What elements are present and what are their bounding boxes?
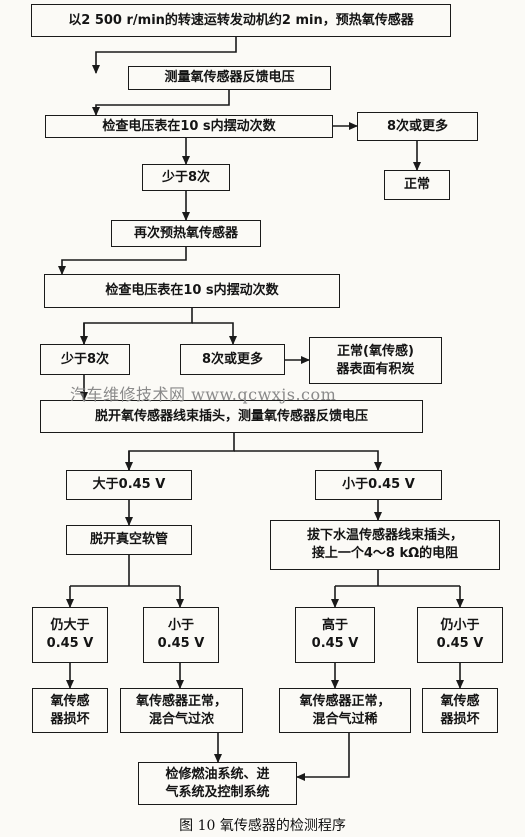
connector-n1-n2 (92, 37, 237, 74)
connector-n23-n25 (296, 733, 350, 781)
branch-greater-than-045: 大于0.45 V (66, 470, 192, 500)
result-less: 小于 0.45 V (143, 607, 219, 663)
result-fewer-than-eight-second: 少于8次 (40, 344, 130, 375)
result-normal: 正常 (384, 170, 450, 200)
figure-caption: 图 10 氧传感器的检测程序 (179, 818, 346, 834)
conclusion-sensor-damaged-right: 氧传感 器损坏 (422, 688, 498, 733)
branch-less-than-045: 小于0.45 V (315, 470, 442, 500)
result-higher: 高于 0.45 V (295, 607, 375, 663)
step-check-swing-count-again: 检查电压表在10 s内摆动次数 (44, 274, 340, 308)
connector-n15-split (70, 555, 180, 587)
result-still-less: 仍小于 0.45 V (417, 607, 503, 663)
connector-n8-n9-n10 (83, 308, 193, 344)
step-measure-feedback-voltage: 测量氧传感器反馈电压 (128, 66, 331, 90)
result-normal-carbon-deposit: 正常(氧传感) 器表面有积炭 (309, 337, 442, 384)
step-check-swing-count: 检查电压表在10 s内摆动次数 (45, 115, 333, 138)
conclusion-mixture-rich: 氧传感器正常， 混合气过浓 (120, 688, 243, 733)
connector-n7-n8 (58, 247, 187, 275)
result-eight-or-more: 8次或更多 (357, 112, 478, 141)
connector-n8-n10 (192, 322, 237, 345)
result-fewer-than-eight: 少于8次 (142, 164, 230, 191)
step-preheat-sensor: 以2 500 r/min的转速运转发动机约2 min，预热氧传感器 (31, 4, 451, 37)
final-repair-systems: 检修燃油系统、进 气系统及控制系统 (138, 762, 297, 805)
step-disconnect-vacuum-hose: 脱开真空软管 (66, 525, 192, 555)
step-preheat-again: 再次预热氧传感器 (111, 220, 261, 247)
connector-n12-split (128, 433, 235, 470)
connector-n12-n14 (234, 450, 382, 471)
step-unplug-coolant-sensor-resistor: 拔下水温传感器线束插头， 接上一个4～8 kΩ的电阻 (270, 520, 500, 570)
conclusion-sensor-damaged-left: 氧传感 器损坏 (32, 688, 108, 733)
conclusion-mixture-lean: 氧传感器正常， 混合气过稀 (279, 688, 411, 733)
watermark: 汽车维修技术网 www.qcwxjs.com (70, 385, 337, 404)
result-eight-or-more-second: 8次或更多 (180, 344, 285, 375)
connector-n2-n3 (92, 90, 230, 116)
connector-n16-split (335, 570, 460, 587)
result-still-greater: 仍大于 0.45 V (32, 607, 108, 663)
step-disconnect-harness-measure: 脱开氧传感器线束插头，测量氧传感器反馈电压 (40, 400, 423, 433)
